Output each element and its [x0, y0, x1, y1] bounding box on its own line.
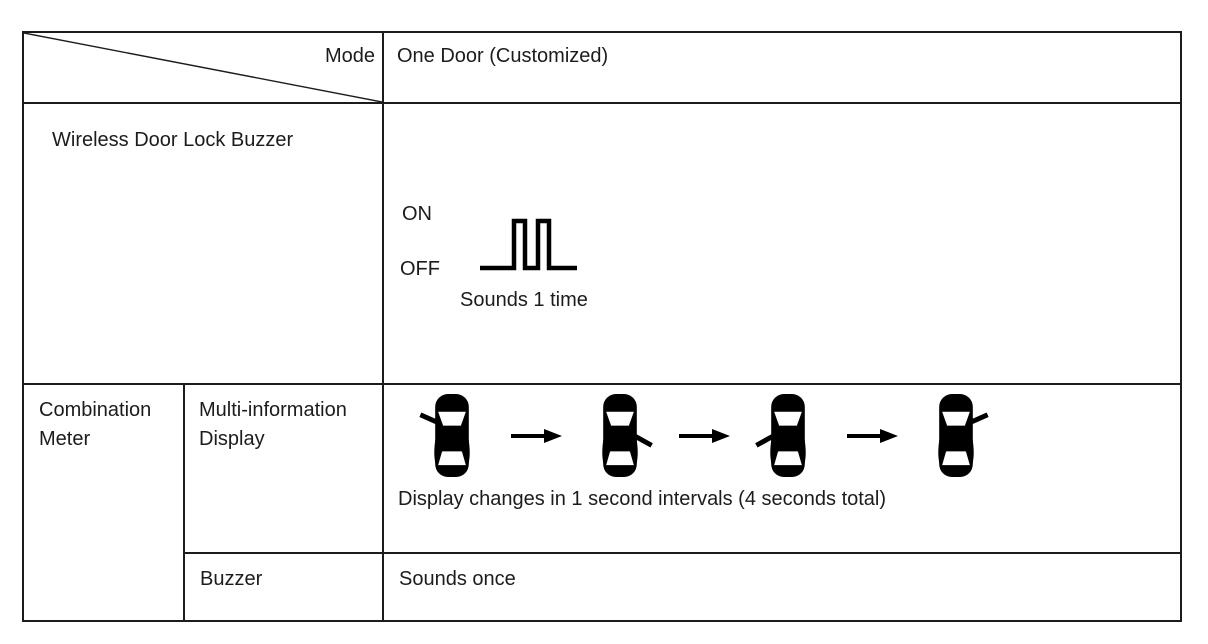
- buzzer-value-cell: Sounds once: [384, 554, 1180, 620]
- wireless-buzzer-label: Wireless Door Lock Buzzer: [52, 129, 294, 151]
- arrow-right-icon: [679, 428, 730, 443]
- arrow-right-icon: [511, 428, 562, 443]
- door-lock-mode-table: Mode One Door (Customized) Wireless Door…: [22, 31, 1182, 622]
- multi-information-display-cell: Multi-information Display: [185, 385, 384, 554]
- display-sequence-caption: Display changes in 1 second intervals (4…: [398, 488, 887, 510]
- multi-information-display-label: Multi-information Display: [199, 399, 347, 450]
- wireless-buzzer-content-cell: ON OFF Sounds 1 time: [384, 104, 1180, 385]
- mode-value-cell: One Door (Customized): [384, 33, 1180, 104]
- table-corner-cell: Mode: [24, 33, 384, 104]
- wireless-buzzer-label-cell: Wireless Door Lock Buzzer: [24, 104, 384, 385]
- waveform-on-label: ON: [402, 203, 432, 225]
- mode-value-text: One Door (Customized): [397, 45, 609, 67]
- car-icon-step-2: [596, 392, 653, 479]
- buzzer-value-text: Sounds once: [399, 568, 516, 590]
- corner-mode-label: Mode: [324, 45, 375, 67]
- display-sequence-cell: Display changes in 1 second intervals (4…: [384, 385, 1180, 554]
- buzzer-label: Buzzer: [200, 568, 263, 590]
- car-icon-step-3: [755, 392, 812, 479]
- waveform-off-label: OFF: [400, 258, 440, 280]
- buzzer-pulse-waveform-icon: [480, 218, 577, 271]
- car-icon-step-4: [932, 392, 989, 479]
- combination-meter-label: Combination Meter: [39, 399, 152, 450]
- diagonal-divider-line: [24, 33, 382, 102]
- waveform-caption: Sounds 1 time: [460, 289, 588, 311]
- combination-meter-cell: Combination Meter: [24, 385, 185, 620]
- car-sequence-row: [419, 392, 989, 479]
- arrow-right-icon: [847, 428, 898, 443]
- car-icon-step-1: [419, 392, 476, 479]
- buzzer-label-cell: Buzzer: [185, 554, 384, 620]
